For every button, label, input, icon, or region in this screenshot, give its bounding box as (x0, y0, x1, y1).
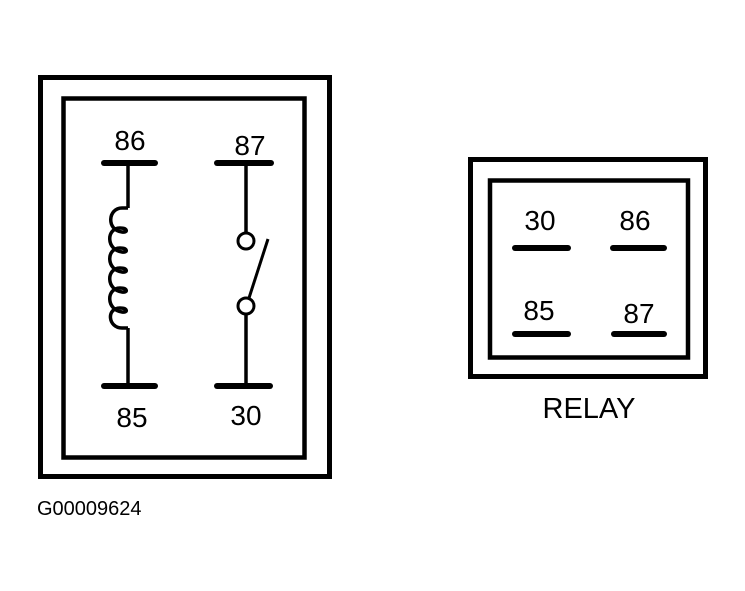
schematic-outer-frame (38, 75, 332, 479)
connector-pin-label-86: 86 (619, 205, 650, 236)
relay-connector-view: 30 86 85 87 RELAY (468, 157, 708, 425)
pin-label-86: 86 (114, 125, 145, 156)
contact-87 (236, 231, 256, 251)
connector-pin-label-30: 30 (524, 205, 555, 236)
connector-pin-label-85: 85 (523, 295, 554, 326)
connector-inner-frame (487, 178, 691, 360)
pin-label-30: 30 (230, 400, 261, 431)
figure-id: G00009624 (37, 498, 142, 520)
switch (214, 160, 274, 389)
coil (101, 160, 158, 389)
pin-label-85: 85 (116, 402, 147, 433)
switch-blade (247, 238, 270, 299)
contact-30 (236, 296, 256, 316)
connector-outer-frame (468, 157, 708, 379)
relay-schematic: 86 87 85 30 (38, 75, 332, 479)
connector-pin-label-87: 87 (623, 298, 654, 329)
schematic-inner-frame (61, 96, 307, 460)
connector-caption: RELAY (543, 393, 636, 425)
coil-winding (108, 206, 128, 330)
pin-label-87: 87 (234, 130, 265, 161)
